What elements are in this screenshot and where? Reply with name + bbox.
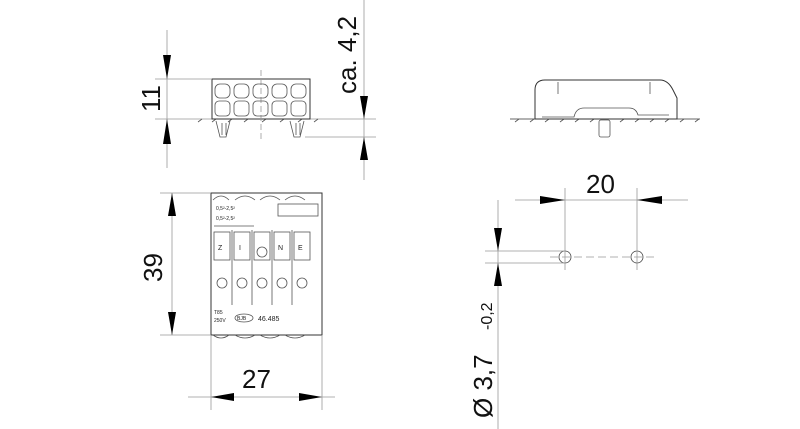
hole-tolerance-label: -0,2 bbox=[479, 302, 496, 330]
wire-range-label-1: 0,5²-2,5² bbox=[216, 206, 235, 212]
clip-left bbox=[215, 120, 231, 138]
terminal-label-1: Z bbox=[218, 245, 223, 252]
voltage-label: 250V bbox=[214, 318, 226, 324]
dimension-clip-depth-label: ca. 4,2 bbox=[332, 16, 362, 94]
terminal-label-2: I bbox=[239, 245, 241, 252]
dimension-39: 39 bbox=[138, 192, 211, 336]
brand-logo: BJB bbox=[237, 316, 247, 322]
part-number: 46.485 bbox=[258, 316, 280, 323]
hole-diameter-label: Ø 3,7 bbox=[468, 354, 498, 418]
housing-profile bbox=[534, 79, 678, 120]
dimension-20: 20 bbox=[515, 169, 688, 204]
dimension-hole-diameter: Ø 3,7 -0,2 bbox=[468, 200, 565, 429]
terminal-label-4: E bbox=[298, 245, 303, 252]
temperature-label: T85 bbox=[214, 310, 223, 316]
side-view bbox=[510, 79, 700, 138]
dimension-11: 11 bbox=[136, 30, 212, 168]
dimension-27-label: 27 bbox=[242, 364, 271, 394]
wire-entries bbox=[214, 83, 307, 117]
terminal-slots bbox=[213, 230, 311, 305]
dimension-11-label: 11 bbox=[136, 85, 166, 112]
side-clip bbox=[598, 119, 611, 138]
dimension-20-label: 20 bbox=[586, 169, 615, 199]
dimension-39-label: 39 bbox=[138, 253, 168, 282]
clip-right bbox=[289, 120, 305, 138]
mounting-hatch bbox=[197, 118, 319, 123]
wire-range-label-2: 0,5²-2,5² bbox=[216, 216, 235, 222]
dimension-clip-depth: ca. 4,2 bbox=[305, 0, 376, 180]
terminal-label-3: N bbox=[278, 245, 283, 252]
connector-top bbox=[210, 192, 323, 336]
top-view: 0,5²-2,5² 0,5²-2,5² Z I N E T85 250V BJB… bbox=[210, 192, 323, 339]
front-view bbox=[193, 70, 325, 140]
dimension-27: 27 bbox=[188, 335, 335, 410]
